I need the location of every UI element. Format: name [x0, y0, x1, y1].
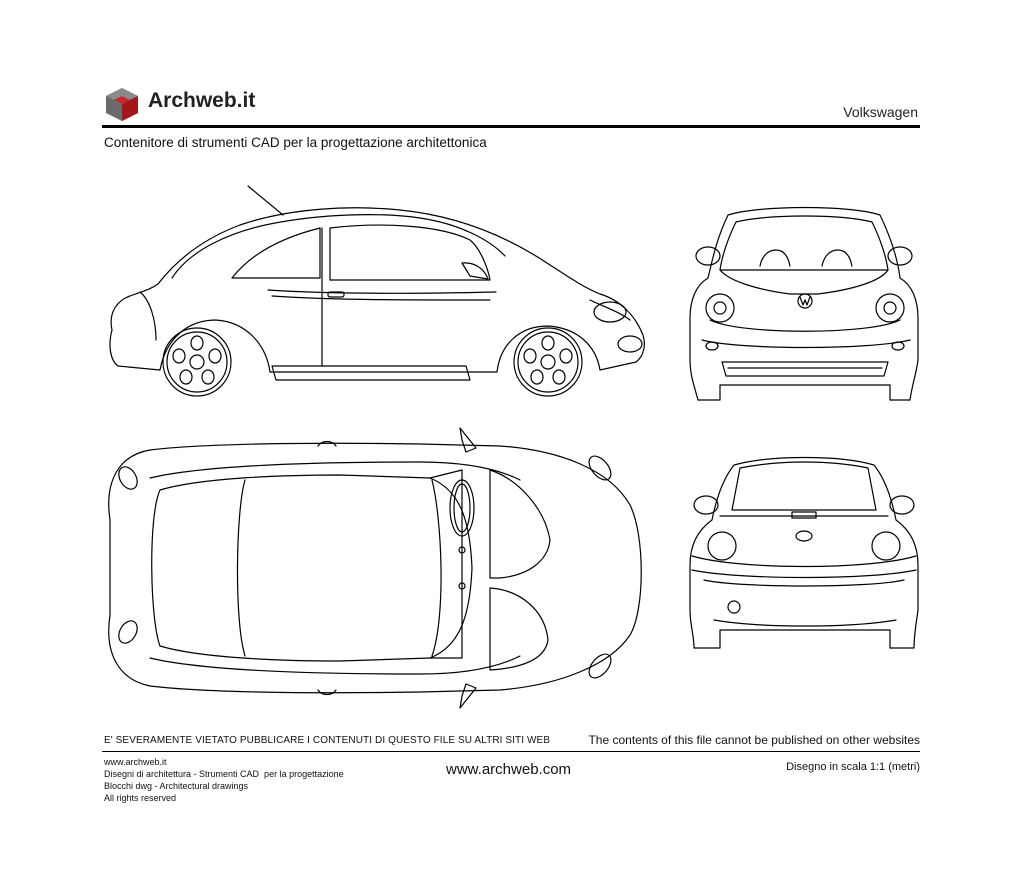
footer-rule [102, 751, 920, 752]
side-view [109, 185, 645, 397]
notice-italian: E' SEVERAMENTE VIETATO PUBBLICARE I CONT… [104, 735, 551, 746]
drawing-subject: Volkswagen [843, 104, 918, 120]
footer-line-rights: All rights reserved [104, 793, 177, 803]
brand-name: Archweb.it [148, 89, 256, 112]
top-view [108, 427, 642, 709]
archweb-logo-icon [106, 88, 138, 121]
footer-line-site[interactable]: www.archweb.it [104, 757, 167, 767]
header-rule [102, 125, 920, 128]
front-wheel-side [513, 327, 583, 397]
footer-line-blocks: Blocchi dwg - Architectural drawings [104, 781, 249, 791]
scale-note: Disegno in scala 1:1 (metri) [786, 761, 920, 773]
notice-english: The contents of this file cannot be publ… [588, 733, 920, 747]
tagline: Contenitore di strumenti CAD per la prog… [104, 135, 487, 150]
vw-logo-icon [797, 293, 813, 309]
front-view [689, 206, 919, 401]
footer-info: www.archweb.it Disegni di architettura -… [104, 756, 344, 804]
footer-line-description: Disegni di architettura - Strumenti CAD … [104, 769, 344, 779]
rear-view [689, 456, 919, 649]
rear-wheel-side [162, 327, 232, 397]
footer-site-link[interactable]: www.archweb.com [446, 761, 572, 778]
